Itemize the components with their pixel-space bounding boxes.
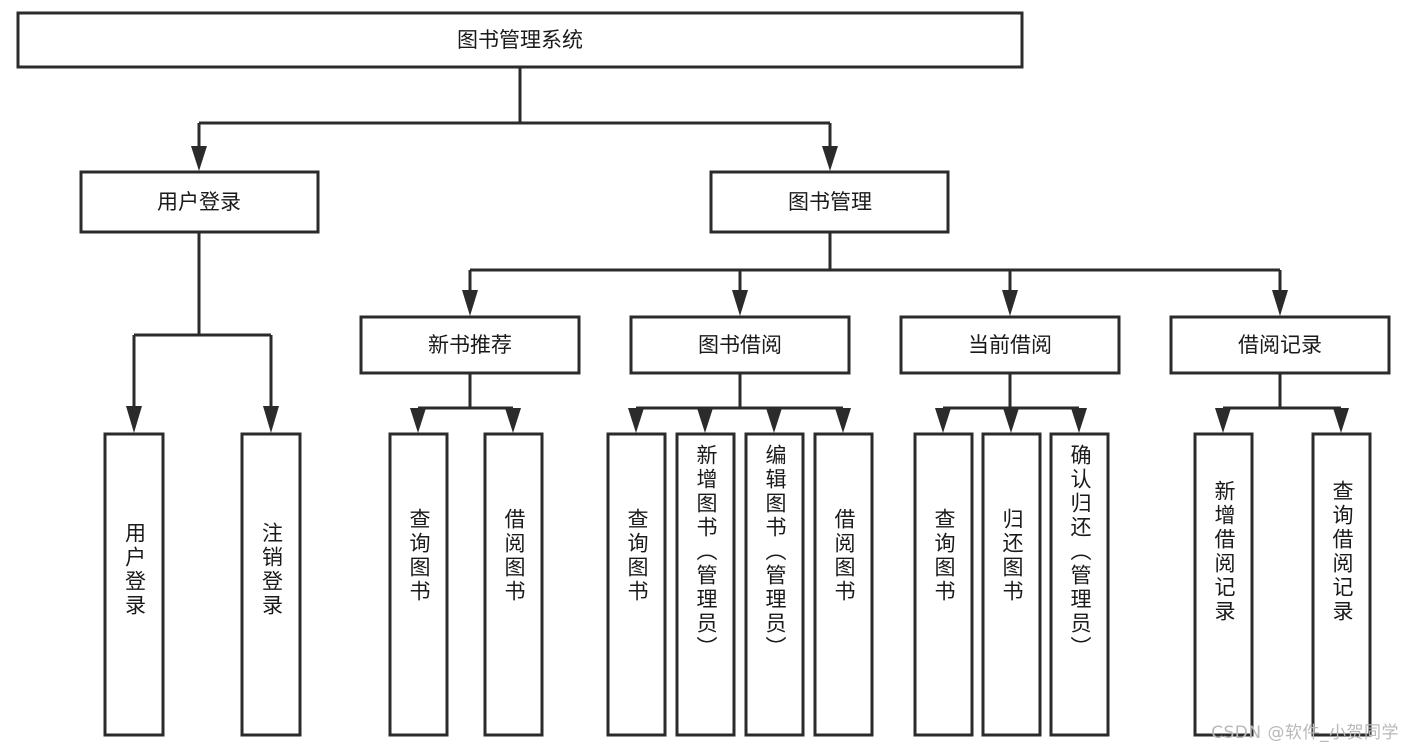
arrowhead-leaf-user-login <box>126 406 142 433</box>
leaf-box-logout[interactable] <box>240 432 302 737</box>
leaf-box-layer <box>103 432 1372 737</box>
arrowhead-current-leaf-2 <box>1003 408 1019 433</box>
arrowhead-newbook <box>462 290 478 316</box>
leaf-box-add-book-admin[interactable] <box>675 432 736 737</box>
arrowhead-record <box>1272 290 1288 316</box>
node-root[interactable]: 图书管理系统 <box>16 11 1024 69</box>
arrowhead-leaf-logout <box>263 406 279 433</box>
node-book-borrow-label: 图书借阅 <box>698 333 782 357</box>
arrowhead-borrow-leaf-4 <box>835 408 851 433</box>
node-user-login[interactable]: 用户登录 <box>79 170 320 234</box>
arrowhead-user-login <box>191 146 207 171</box>
arrowhead-borrow-leaf-1 <box>628 408 644 433</box>
node-new-book-recommend[interactable]: 新书推荐 <box>359 315 581 375</box>
node-borrow-record[interactable]: 借阅记录 <box>1169 315 1391 375</box>
arrowhead-current-leaf-3 <box>1071 408 1087 433</box>
arrowhead-record-leaf-2 <box>1333 408 1349 433</box>
arrowhead-newbook-leaf-2 <box>505 408 521 433</box>
leaf-box-return-book[interactable] <box>981 432 1042 737</box>
leaf-box-borrow-book-newbook[interactable] <box>483 432 544 737</box>
leaf-box-query-book-borrow[interactable] <box>606 432 667 737</box>
leaf-box-borrow-book[interactable] <box>813 432 874 737</box>
node-book-borrow-box[interactable] <box>629 315 851 375</box>
arrowhead-book-mgmt <box>822 146 838 171</box>
node-new-book-recommend-box[interactable] <box>359 315 581 375</box>
node-borrow-record-label: 借阅记录 <box>1238 333 1322 357</box>
leaf-box-edit-book-admin[interactable] <box>744 432 805 737</box>
node-book-management-label: 图书管理 <box>788 190 872 214</box>
node-book-management[interactable]: 图书管理 <box>709 170 950 234</box>
leaf-box-user-login[interactable] <box>103 432 165 737</box>
node-root-label: 图书管理系统 <box>457 28 583 52</box>
node-current-borrow-box[interactable] <box>899 315 1121 375</box>
connector-layer <box>126 67 1349 433</box>
node-new-book-recommend-label: 新书推荐 <box>428 333 512 357</box>
leaf-box-query-borrow-record[interactable] <box>1311 432 1372 737</box>
node-root-box[interactable] <box>16 11 1024 69</box>
arrowhead-borrow-leaf-2 <box>697 408 713 433</box>
node-user-login-label: 用户登录 <box>157 190 241 214</box>
leaf-box-query-book-newbook[interactable] <box>388 432 449 737</box>
arrowhead-current-leaf-1 <box>935 408 951 433</box>
node-current-borrow-label: 当前借阅 <box>968 333 1052 357</box>
node-book-borrow[interactable]: 图书借阅 <box>629 315 851 375</box>
leaf-box-add-borrow-record[interactable] <box>1193 432 1254 737</box>
arrowhead-record-leaf-1 <box>1215 408 1231 433</box>
arrowhead-borrow-leaf-3 <box>766 408 782 433</box>
arrowhead-current <box>1002 290 1018 316</box>
node-borrow-record-box[interactable] <box>1169 315 1391 375</box>
arrowhead-borrow <box>732 290 748 316</box>
node-current-borrow[interactable]: 当前借阅 <box>899 315 1121 375</box>
arrowhead-newbook-leaf-1 <box>410 408 426 433</box>
leaf-box-query-book-current[interactable] <box>913 432 974 737</box>
node-book-management-box[interactable] <box>709 170 950 234</box>
node-user-login-box[interactable] <box>79 170 320 234</box>
csdn-watermark: CSDN @软件_小贺同学 <box>1211 723 1399 743</box>
leaf-box-confirm-return-admin[interactable] <box>1049 432 1110 737</box>
